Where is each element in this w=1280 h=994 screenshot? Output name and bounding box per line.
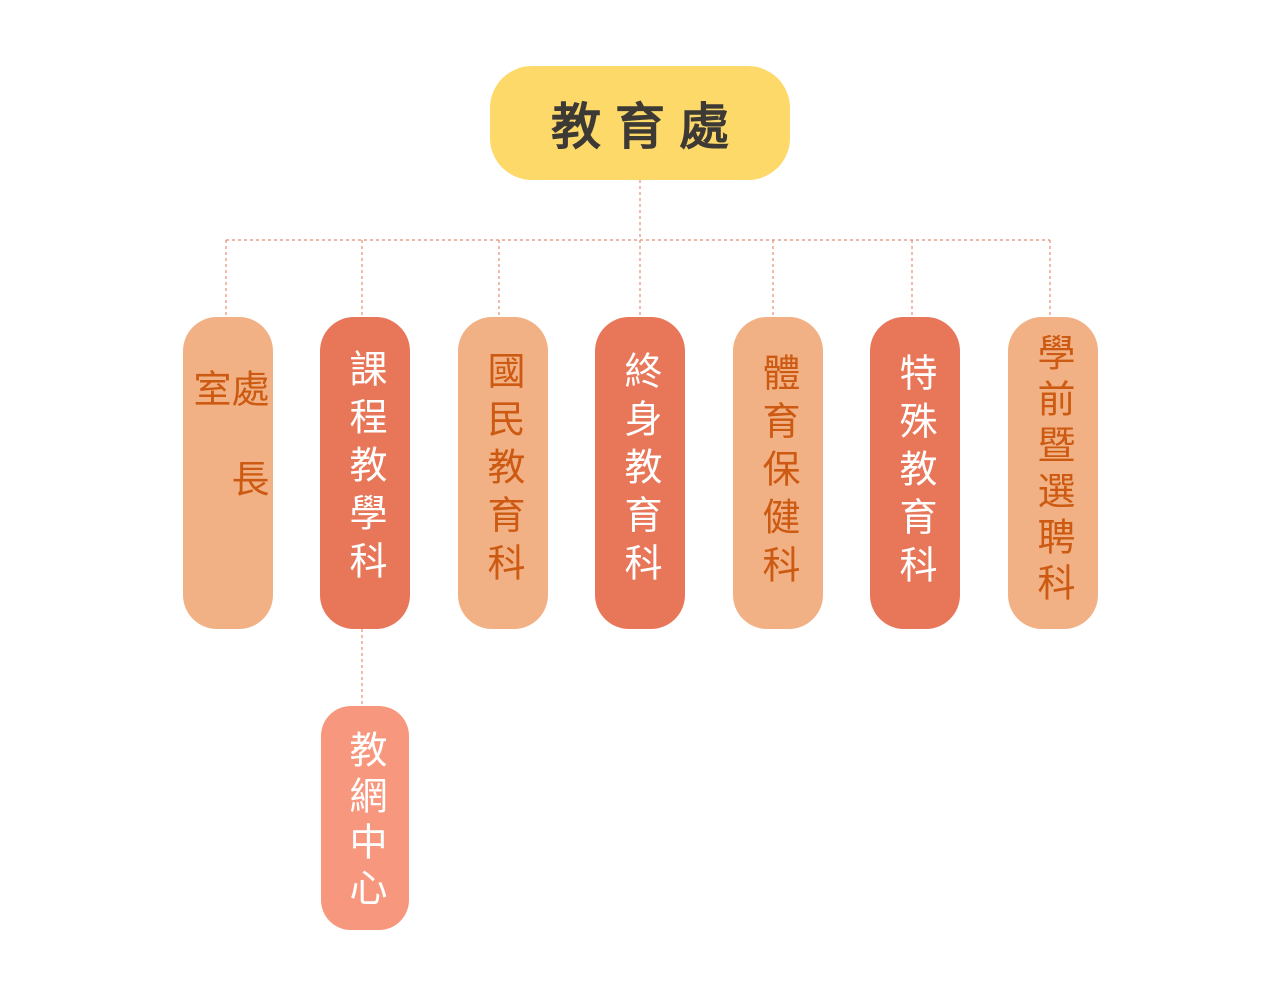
unit-label: 終身教育科 <box>618 351 662 591</box>
unit-label: 體育保健科 <box>756 353 800 593</box>
unit-label: 課程教學科 <box>343 349 387 589</box>
unit-node-director-office: 處長室 <box>183 317 273 629</box>
unit-node-lifelong-education: 終身教育科 <box>595 317 685 629</box>
unit-label: 國民教育科 <box>481 351 525 591</box>
unit-label: 處長室 <box>187 369 269 549</box>
unit-label: 學前暨選聘科 <box>1031 333 1075 609</box>
unit-node-preschool: 學前暨選聘科 <box>1008 317 1098 629</box>
unit-node-special-education: 特殊教育科 <box>870 317 960 629</box>
unit-node-curriculum: 課程教學科 <box>320 317 410 629</box>
unit-node-compulsory-education: 國民教育科 <box>458 317 548 629</box>
subunit-node-edu-network: 教網中心 <box>321 706 409 930</box>
unit-node-physical-health: 體育保健科 <box>733 317 823 629</box>
root-label: 教育處 <box>551 98 743 156</box>
unit-label: 特殊教育科 <box>893 353 937 593</box>
root-node: 教育處 <box>490 66 790 180</box>
subunit-label: 教網中心 <box>343 730 387 914</box>
